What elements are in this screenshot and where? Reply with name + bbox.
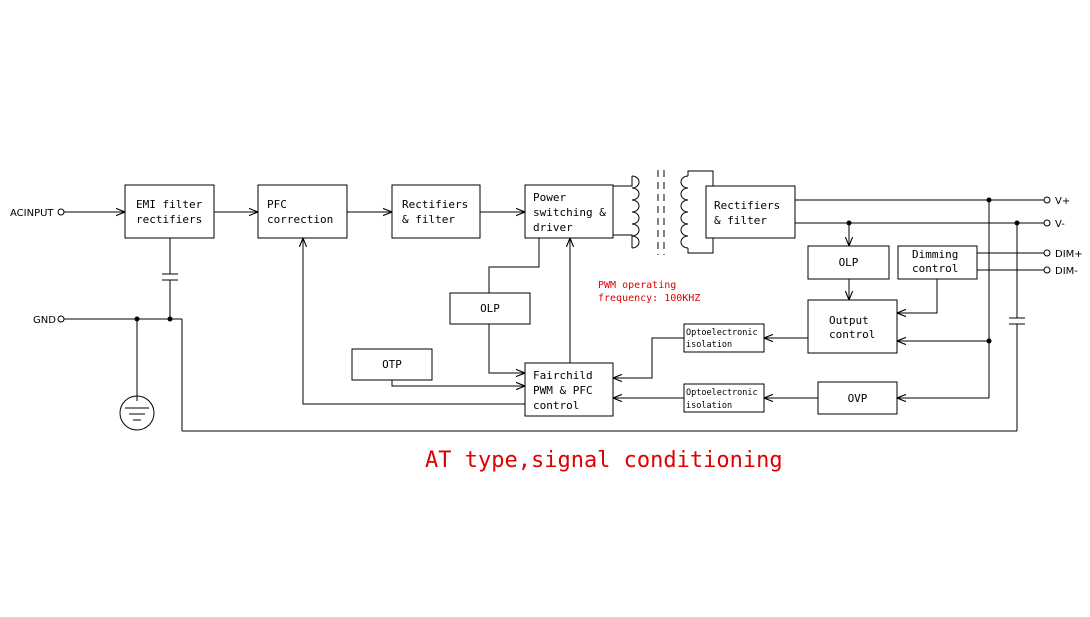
block-pfc-line1: PFC [267, 198, 287, 211]
block-fairchild: Fairchild PWM & PFC control [524, 362, 614, 417]
block-olp-right: OLP [807, 245, 890, 280]
block-power-line1: Power [533, 191, 566, 204]
block-rect2-line1: Rectifiers [714, 199, 780, 212]
terminal-gnd: GND [33, 315, 65, 326]
block-rect1-line1: Rectifiers [402, 198, 468, 211]
block-emi: EMI filter rectifiers [124, 184, 215, 239]
junctions [134, 197, 1020, 344]
block-output: Output control [807, 299, 898, 354]
block-ovp: OVP [817, 381, 898, 415]
diagram-caption: AT type,signal conditioning [425, 448, 783, 473]
block-opto-top: Optoelectronic isolation [683, 323, 765, 353]
terminal-vminus: V- [1043, 219, 1065, 230]
terminal-dimminus: DIM- [1043, 266, 1078, 277]
transformer-icon [631, 170, 689, 255]
terminal-acinput-label: ACINPUT [10, 208, 54, 219]
terminal-vminus-label: V- [1055, 219, 1065, 230]
block-emi-line2: rectifiers [136, 213, 202, 226]
terminal-dimminus-label: DIM- [1055, 266, 1078, 277]
terminal-gnd-label: GND [33, 315, 56, 326]
block-output-line1: Output [829, 314, 869, 327]
capacitor-output [1009, 317, 1025, 325]
block-olp-left: OLP [449, 292, 531, 325]
block-rect2-line2: & filter [714, 214, 767, 227]
block-opto-top-line1: Optoelectronic [686, 328, 758, 338]
terminal-vplus-label: V+ [1055, 196, 1070, 207]
block-olp-right-label: OLP [839, 256, 859, 269]
block-olp-left-label: OLP [480, 302, 500, 315]
block-rect1-line2: & filter [402, 213, 455, 226]
block-dimming-line1: Dimming [912, 248, 958, 261]
pwm-frequency-note-line2: frequency: 100KHZ [598, 293, 700, 304]
block-otp: OTP [351, 348, 433, 381]
block-power: Power switching & driver [524, 184, 614, 239]
wires [64, 170, 1044, 432]
block-fairchild-line3: control [533, 399, 579, 412]
block-rect2: Rectifiers & filter [705, 185, 796, 239]
terminal-vplus: V+ [1043, 196, 1070, 207]
block-pfc: PFC correction [257, 184, 348, 239]
block-otp-label: OTP [382, 358, 402, 371]
block-fairchild-line2: PWM & PFC [533, 384, 593, 397]
block-opto-bottom-line1: Optoelectronic [686, 388, 758, 398]
block-ovp-label: OVP [848, 392, 868, 405]
block-opto-top-line2: isolation [686, 340, 732, 350]
block-fairchild-line1: Fairchild [533, 369, 593, 382]
block-power-line2: switching & [533, 206, 606, 219]
block-opto-bottom: Optoelectronic isolation [683, 383, 765, 413]
block-rect1: Rectifiers & filter [391, 184, 481, 239]
terminal-dimplus-label: DIM+ [1055, 249, 1083, 260]
block-opto-bottom-line2: isolation [686, 401, 732, 411]
block-power-line3: driver [533, 221, 573, 234]
pwm-frequency-note-line1: PWM operating [598, 280, 676, 291]
terminal-dimplus: DIM+ [1043, 249, 1083, 260]
block-dimming: Dimming control [897, 245, 978, 280]
terminal-acinput: ACINPUT [10, 208, 65, 219]
block-output-line2: control [829, 328, 875, 341]
block-dimming-line2: control [912, 262, 958, 275]
block-pfc-line2: correction [267, 213, 333, 226]
capacitor-emi [162, 273, 178, 281]
block-emi-line1: EMI filter [136, 198, 203, 211]
earth-ground-icon [119, 395, 155, 431]
